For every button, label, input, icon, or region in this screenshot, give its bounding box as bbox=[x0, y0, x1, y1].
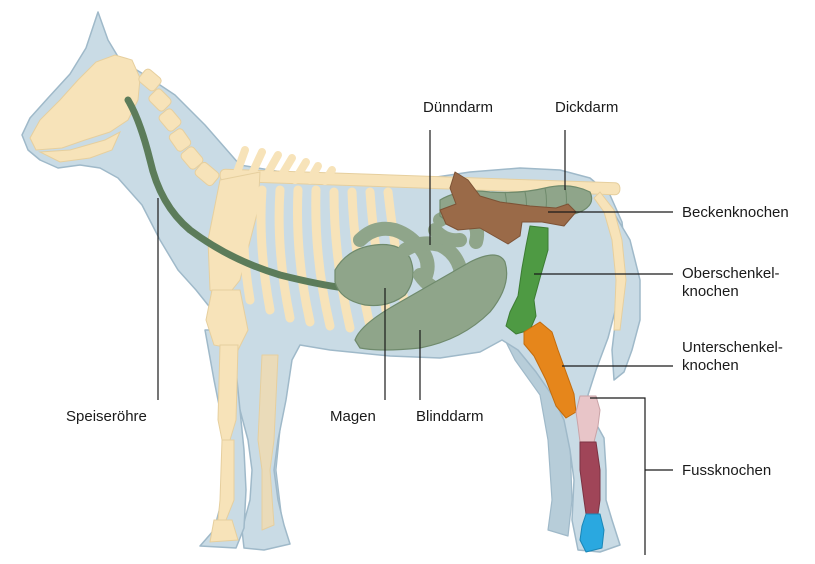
label-speiseroehre: Speiseröhre bbox=[66, 408, 147, 425]
label-beckenknochen: Beckenknochen bbox=[682, 204, 789, 221]
label-unterschenkel-line2: knochen bbox=[682, 357, 739, 374]
label-duenndarm: Dünndarm bbox=[423, 99, 493, 116]
hind-hoof-bone bbox=[580, 514, 604, 552]
label-magen: Magen bbox=[330, 408, 376, 425]
label-blinddarm: Blinddarm bbox=[416, 408, 484, 425]
label-oberschenkel-line2: knochen bbox=[682, 283, 739, 300]
humerus-bone bbox=[206, 290, 248, 350]
label-dickdarm: Dickdarm bbox=[555, 99, 618, 116]
label-fussknochen: Fussknochen bbox=[682, 462, 771, 479]
label-oberschenkel-line1: Oberschenkel- bbox=[682, 265, 780, 282]
label-unterschenkel-line1: Unterschenkel- bbox=[682, 339, 783, 356]
